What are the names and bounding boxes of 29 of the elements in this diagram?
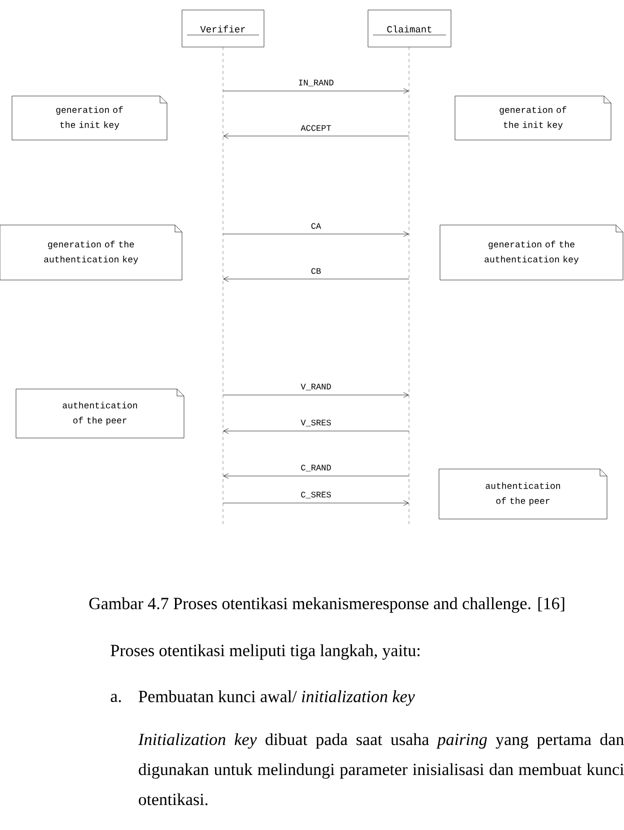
note-box: authentication of the peer: [16, 388, 184, 438]
edge-label: IN_RAND: [298, 80, 334, 86]
edge-label: CA: [311, 223, 322, 229]
body-paragraph: Initialization key dibuat pada saat usaha pairing yang pertama dan digunakan untuk melindungi parameter inisialisasi dan membuat kunci otentikasi.: [138, 733, 624, 806]
figure-caption: Gambar 4.7 Proses otentikasi mekanismeresponse and challenge. [16]: [89, 597, 564, 613]
message-arrow: [223, 473, 410, 479]
edge-label: C_RAND: [301, 464, 331, 472]
edge-label: C_SRES: [301, 492, 331, 498]
note-box: generation of the init key: [454, 96, 612, 140]
message-arrow: [222, 500, 409, 506]
message-arrow: [222, 88, 409, 94]
actor-box: Claimant: [368, 10, 452, 48]
note-box: generation of the authentication key: [0, 224, 182, 280]
body-text: Pembuatan kunci awal/ initialization key: [138, 690, 415, 706]
message-arrow: [222, 392, 409, 398]
actor-box: Verifier: [182, 10, 264, 48]
note-box: generation of the authentication key: [440, 224, 624, 280]
note-box: authentication of the peer: [438, 468, 608, 520]
edge-label: CB: [311, 268, 321, 274]
edge-label: ACCEPT: [300, 125, 331, 131]
body-text: Proses otentikasi meliputi tiga langkah, yaitu:: [110, 644, 420, 660]
body-text: a.: [110, 694, 121, 702]
message-arrow: [223, 428, 410, 434]
message-arrow: [223, 276, 410, 282]
edge-label: V_SRES: [300, 420, 331, 426]
message-arrow: [222, 231, 409, 237]
message-arrow: [223, 133, 410, 139]
edge-label: V_RAND: [300, 384, 331, 390]
note-box: generation of the init key: [12, 96, 168, 140]
